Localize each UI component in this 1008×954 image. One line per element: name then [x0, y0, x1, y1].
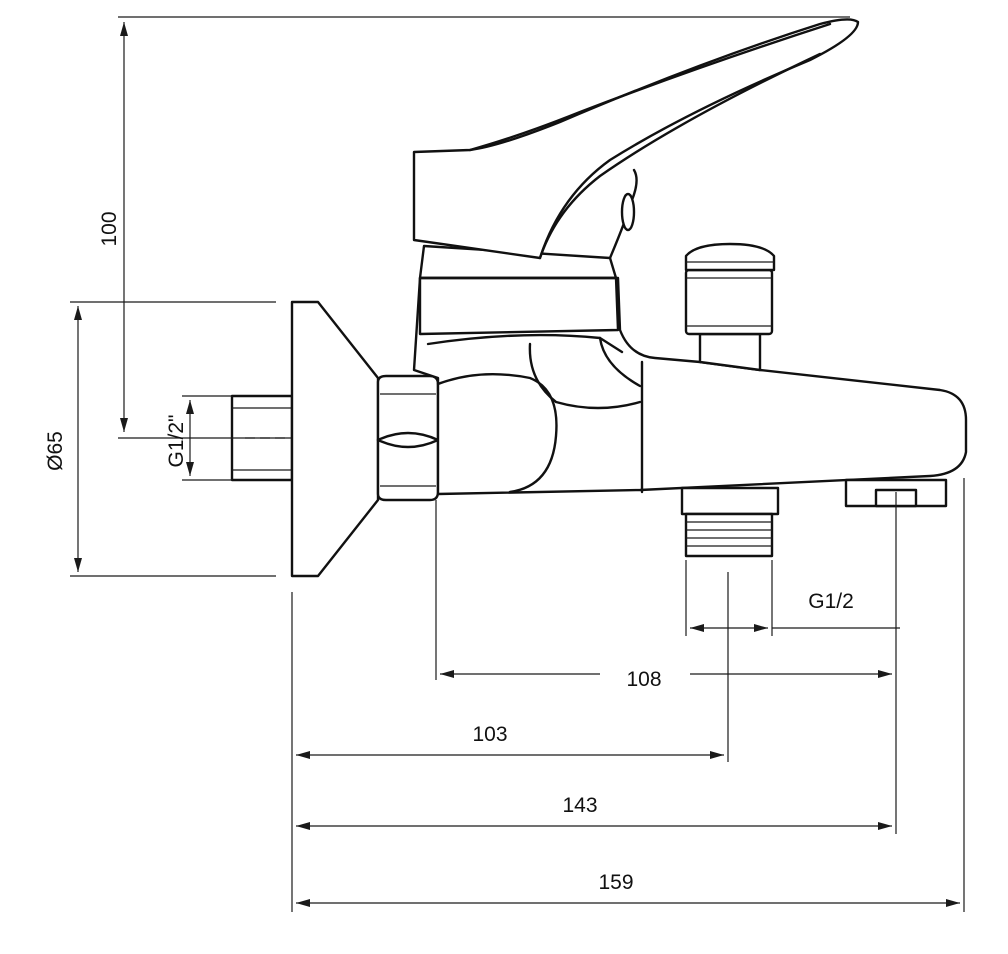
dimension-labels: 100 Ø65 G1/2" G1/2 108 103 143 159	[44, 211, 860, 894]
cartridge-housing	[418, 276, 620, 336]
mixer-lever	[412, 18, 860, 260]
dim-143-label: 143	[562, 794, 597, 817]
shower-outlet	[680, 486, 780, 558]
faucet-outline	[230, 18, 968, 578]
dim-outlet-label: G1/2	[808, 590, 854, 613]
dimension-lines	[70, 16, 965, 912]
dim-diameter-label: Ø65	[44, 431, 67, 471]
dim-103-label: 103	[472, 723, 507, 746]
diverter-knob	[684, 242, 776, 372]
dim-108-label: 108	[626, 668, 661, 691]
hex-nut	[376, 374, 440, 502]
dim-159-label: 159	[598, 871, 633, 894]
wall-flange	[290, 300, 380, 578]
dim-height-label: 100	[98, 211, 121, 246]
dim-inlet-label: G1/2"	[165, 415, 188, 468]
